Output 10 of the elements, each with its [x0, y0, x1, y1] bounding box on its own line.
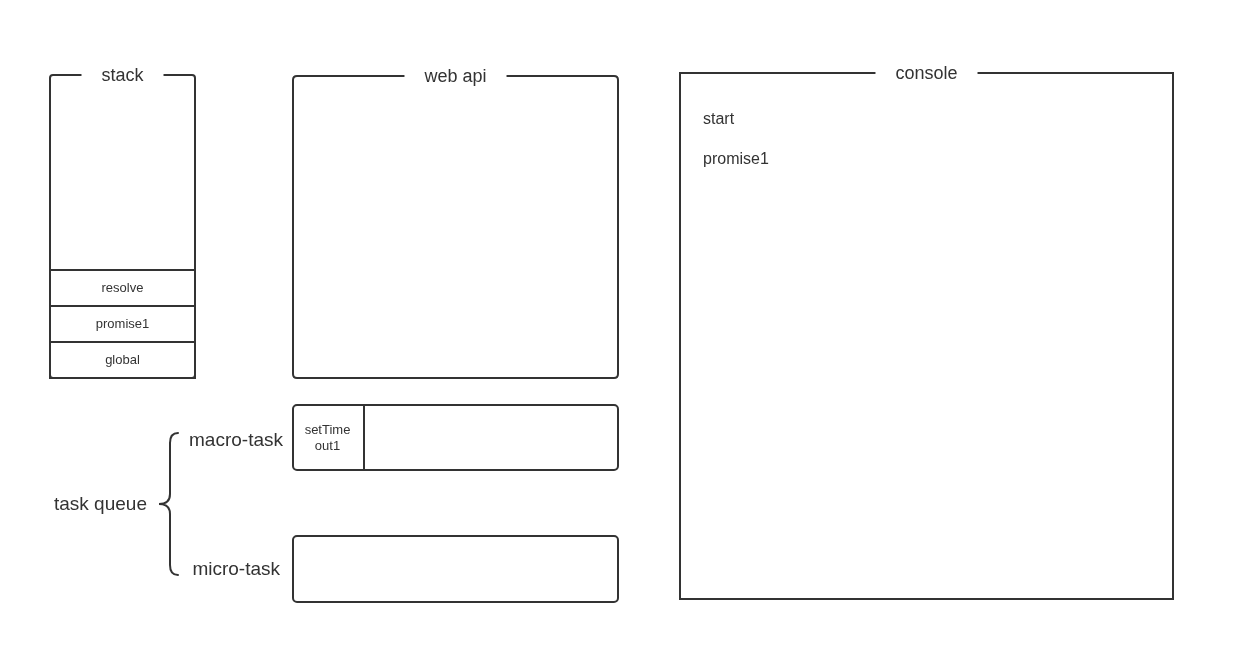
console-output-line: promise1: [703, 149, 769, 169]
console-output-line: start: [703, 109, 735, 129]
group-label: task queue: [54, 493, 147, 515]
queue-label: micro-task: [192, 558, 280, 580]
panel-title: web api: [424, 65, 487, 88]
queue-label: macro-task: [189, 429, 283, 451]
queue-box: [292, 404, 619, 471]
panel-title: stack: [101, 64, 144, 87]
panel-title: console: [895, 62, 958, 85]
queue-box: [292, 535, 619, 603]
